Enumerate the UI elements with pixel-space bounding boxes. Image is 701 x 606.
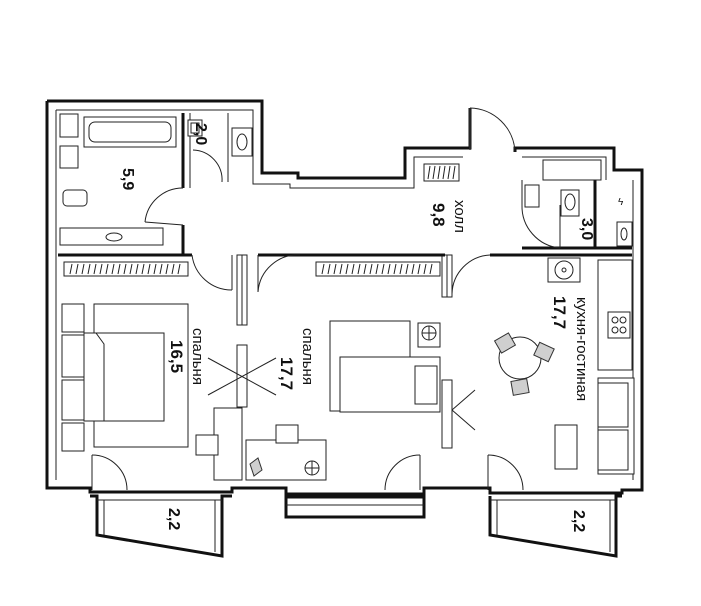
- label-bathroom-2-area: 3,0: [578, 218, 595, 240]
- balcony-left: [90, 494, 232, 558]
- label-kitchen-living-area: 17,7: [550, 296, 569, 329]
- label-bedroom-1-name: спальня: [189, 328, 206, 385]
- label-hall-name: холл: [451, 200, 468, 233]
- label-balcony-1-area: 2,2: [165, 508, 182, 530]
- svg-text:ϟ: ϟ: [618, 197, 624, 208]
- room-labels: 5,9 2,0 холл 9,8 3,0 спальня 16,5 спальн…: [119, 123, 595, 532]
- balcony-right: [488, 494, 622, 558]
- label-kitchen-living-name: кухня-гостиная: [573, 297, 590, 401]
- label-bedroom-2-area: 17,7: [277, 357, 296, 390]
- label-bedroom-2-name: спальня: [299, 328, 316, 385]
- label-balcony-2-area: 2,2: [570, 510, 587, 532]
- bedroom-2-furniture: [245, 261, 441, 481]
- balcony-center: [284, 495, 426, 519]
- label-hall-area: 9,8: [429, 203, 448, 227]
- hall-radiator: [423, 163, 460, 182]
- door-swings: [91, 149, 561, 491]
- bathroom-fixtures: [59, 113, 253, 246]
- kitchen-living-furniture: [493, 257, 635, 475]
- outer-walls: [45, 99, 644, 496]
- bathroom-2-fixtures: ϟ: [524, 159, 633, 247]
- partition-marks: [207, 357, 476, 431]
- label-wc-area: 2,0: [192, 123, 209, 145]
- label-bedroom-1-area: 16,5: [167, 340, 186, 373]
- interior-walls: [58, 113, 632, 449]
- label-bathroom-area: 5,9: [119, 168, 136, 190]
- bedroom-1-furniture: [61, 261, 243, 481]
- entrance-door: [469, 107, 516, 153]
